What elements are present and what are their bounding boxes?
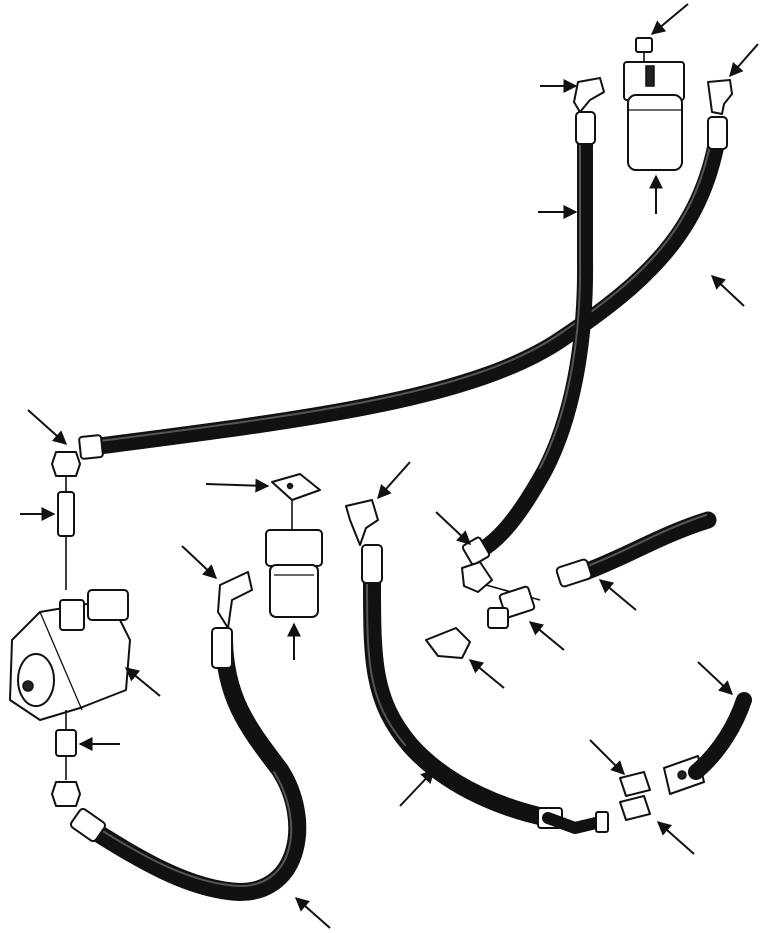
callout-arrows xyxy=(20,3,759,929)
callout-arrow xyxy=(181,545,218,579)
split-flange-half xyxy=(619,771,651,821)
pressure-switch xyxy=(487,585,536,629)
hose-upper-filter-to-tee xyxy=(470,132,594,560)
callout-arrow xyxy=(124,667,161,697)
hose-pump-outlet-loop xyxy=(76,631,307,901)
callout-arrow xyxy=(468,659,505,689)
hose-filter-to-flange xyxy=(363,571,557,827)
hose-tee-to-right xyxy=(576,511,717,581)
adapter-fitting xyxy=(425,627,471,659)
hose-pump-to-upper-filter xyxy=(83,131,726,456)
flanged-tube xyxy=(542,692,752,834)
callout-arrow xyxy=(528,621,565,651)
hydraulic-pump xyxy=(9,589,131,721)
lower-filter-assembly xyxy=(217,473,379,629)
callout-arrow xyxy=(205,478,270,493)
callout-arrow xyxy=(650,3,689,35)
callout-arrow xyxy=(27,409,68,445)
pump-line-fittings xyxy=(51,451,81,807)
callout-arrow xyxy=(294,897,331,929)
callout-arrow xyxy=(729,43,759,78)
callout-arrow xyxy=(377,461,411,500)
callout-arrow xyxy=(697,661,734,695)
callout-arrow xyxy=(399,768,435,807)
callout-arrow xyxy=(656,821,695,855)
callout-arrow xyxy=(589,739,625,775)
callout-arrow xyxy=(598,579,637,611)
callout-arrow xyxy=(710,275,745,307)
callout-arrow xyxy=(435,511,472,545)
upper-filter-assembly xyxy=(573,37,733,171)
